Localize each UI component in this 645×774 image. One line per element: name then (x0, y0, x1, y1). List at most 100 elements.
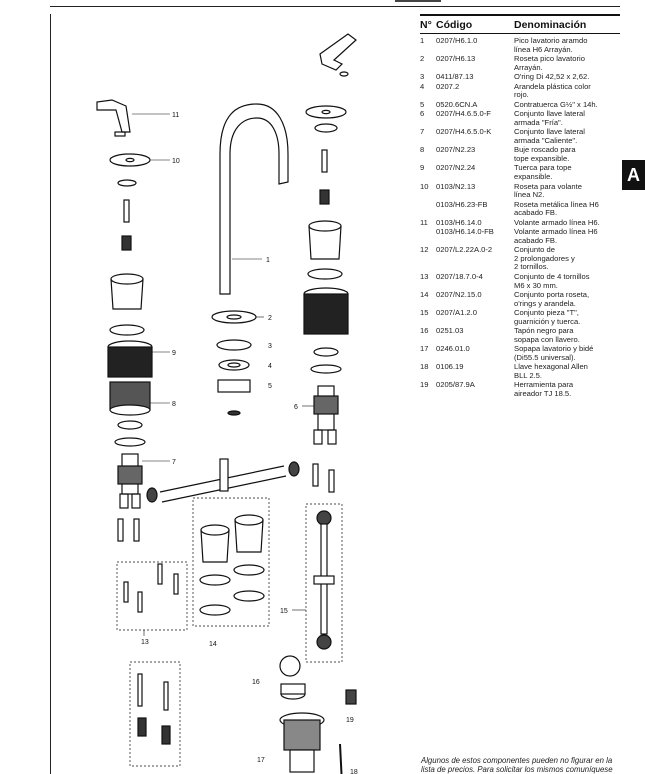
callout-6: 6 (294, 404, 298, 411)
row-number: 15 (420, 308, 429, 318)
row-code: 0207/L2.22A.0-2 (436, 245, 493, 255)
parts-table-header: N° Código Denominación (420, 14, 620, 34)
callout-4: 4 (268, 363, 272, 370)
row-description: Roseta para volante línea N2. (514, 181, 582, 200)
row-description: Llave hexagonal Allen BLL 2.5. (514, 362, 588, 380)
row-code: 0251.03 (436, 326, 464, 336)
row-description: Arandela plástica color rojo. (514, 81, 591, 100)
row-number: 11 (420, 217, 428, 227)
top-rule (50, 6, 620, 7)
callout-9: 9 (172, 350, 176, 357)
row-code: 0207/H6.1.0 (436, 36, 478, 45)
row-number: 17 (420, 344, 429, 354)
left-rule (50, 14, 51, 774)
table-row: 11 0103/H6.14.0 Volante armado línea H6. (420, 217, 620, 228)
row-number: 4 (420, 81, 425, 91)
row-number: 5 (420, 99, 425, 109)
row-code: 0103/H6.14.0 (436, 217, 482, 227)
row-code: 0207/N2.15.0 (436, 289, 482, 299)
row-number: 10 (420, 181, 429, 191)
row-description: O'ring Di 42,52 x 2,62. (514, 72, 590, 82)
left-valve-assembly (117, 453, 170, 509)
stopper (279, 655, 306, 700)
callout-16: 16 (252, 679, 260, 686)
row-code: 0207/18.7.0-4 (436, 271, 483, 281)
table-row: 14 0207/N2.15.0 Conjunto porta roseta, o'r… (420, 289, 620, 308)
left-nut (107, 340, 170, 378)
tee-pipe (146, 458, 300, 503)
table-row: 13 0207/18.7.0-4 Conjunto de 4 tornillos M… (420, 271, 620, 290)
section-tab: A (622, 160, 645, 190)
callout-2: 2 (268, 315, 272, 322)
row-number: 6 (420, 109, 425, 119)
row-code: 0207/H6.13 (436, 54, 476, 64)
row-description: Conjunto de 4 tornillos M6 x 30 mm. (514, 271, 590, 290)
right-handle (319, 33, 357, 77)
rosette-holder-box (192, 497, 270, 627)
table-row: 4 0207.2 Arandela plástica color rojo. (420, 81, 620, 100)
header-code: Código (436, 18, 473, 31)
table-row: 17 0246.01.0 Sopapa lavatorio y bidé (Di55… (420, 344, 620, 362)
callout-7: 7 (172, 459, 176, 466)
row-description: Sopapa lavatorio y bidé (Di55.5 universa… (514, 344, 594, 362)
row-code: 0207.2 (436, 81, 460, 91)
row-description: Pico lavatorio aramdo línea H6 Arrayán. (514, 36, 588, 54)
row-number: 19 (420, 380, 429, 390)
row-description: Volante armado línea H6 acabado FB. (514, 227, 598, 245)
table-row: 6 0207/H4.6.5.0-F Conjunto llave lateral a… (420, 109, 620, 127)
header-description: Denominación (514, 18, 587, 31)
row-number: 16 (420, 326, 429, 336)
row-number: 2 (420, 54, 425, 64)
row-description: Buje roscado para tope expansible. (514, 145, 576, 163)
row-description: Conjunto llave lateral armada "Fría". (514, 109, 585, 127)
left-rosette (109, 153, 151, 167)
row-number: 14 (420, 289, 429, 299)
row-code: 0103/H6.23-FB (436, 199, 488, 209)
callout-11: 11 (172, 112, 179, 119)
callout-10: 10 (172, 158, 180, 165)
row-number: 3 (420, 72, 425, 82)
row-code: 0207/H4.6.5.0-K (436, 127, 492, 137)
row-code: 0103/H6.14.0-FB (436, 227, 494, 237)
row-code: 0207/A1.2.0 (436, 308, 477, 318)
row-number: 13 (420, 271, 429, 281)
row-code: 0246.01.0 (436, 344, 470, 354)
exploded-parts-diagram: 11 10 9 8 7 1 2 3 4 5 6 13 14 15 16 17 1… (96, 33, 358, 774)
callout-14: 14 (209, 641, 217, 648)
drain-assembly (279, 712, 325, 773)
left-threaded-bushing (109, 381, 170, 416)
right-valve-assembly (302, 385, 339, 445)
row-number: 12 (420, 245, 429, 255)
row-description: Herramienta para aireador TJ 18.5. (514, 380, 574, 398)
tee-assembly-box (292, 503, 343, 663)
top-stub-line (395, 0, 441, 2)
row-code: 0207/N2.24 (436, 163, 476, 173)
row-description: Volante armado línea H6. (514, 217, 600, 227)
row-code: 0207/N2.23 (436, 145, 476, 155)
row-description: Conjunto porta roseta, o'rings y arandel… (514, 289, 590, 308)
row-number: 18 (420, 362, 429, 372)
row-number (420, 228, 436, 245)
extender-set-box (129, 661, 181, 767)
table-row: 18 0106.19 Llave hexagonal Allen BLL 2.5. (420, 362, 620, 380)
row-description: Contratuerca G½" x 14h. (514, 99, 598, 109)
left-handle (96, 99, 170, 137)
row-number: 7 (420, 127, 425, 137)
callout-18: 18 (350, 769, 358, 774)
row-description: Conjunto llave lateral armada "Caliente"… (514, 127, 585, 145)
row-code: 0207/H4.6.5.0-F (436, 109, 491, 119)
callout-1: 1 (266, 257, 270, 264)
row-code: 0106.19 (436, 362, 464, 372)
